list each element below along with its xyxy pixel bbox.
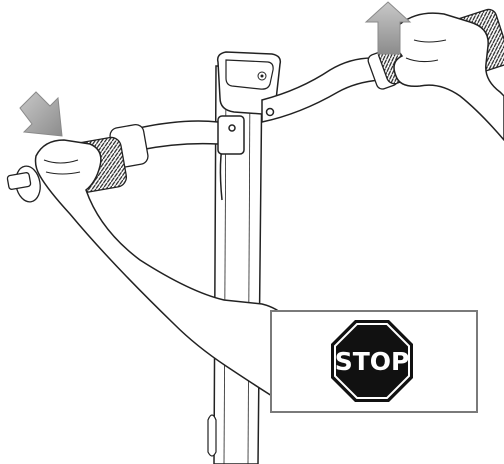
stop-sign-panel: STOP — [271, 311, 477, 412]
arrow-down-right-icon — [20, 92, 62, 136]
stop-sign-icon: STOP — [331, 320, 413, 402]
stop-sign-text: STOP — [335, 347, 410, 376]
